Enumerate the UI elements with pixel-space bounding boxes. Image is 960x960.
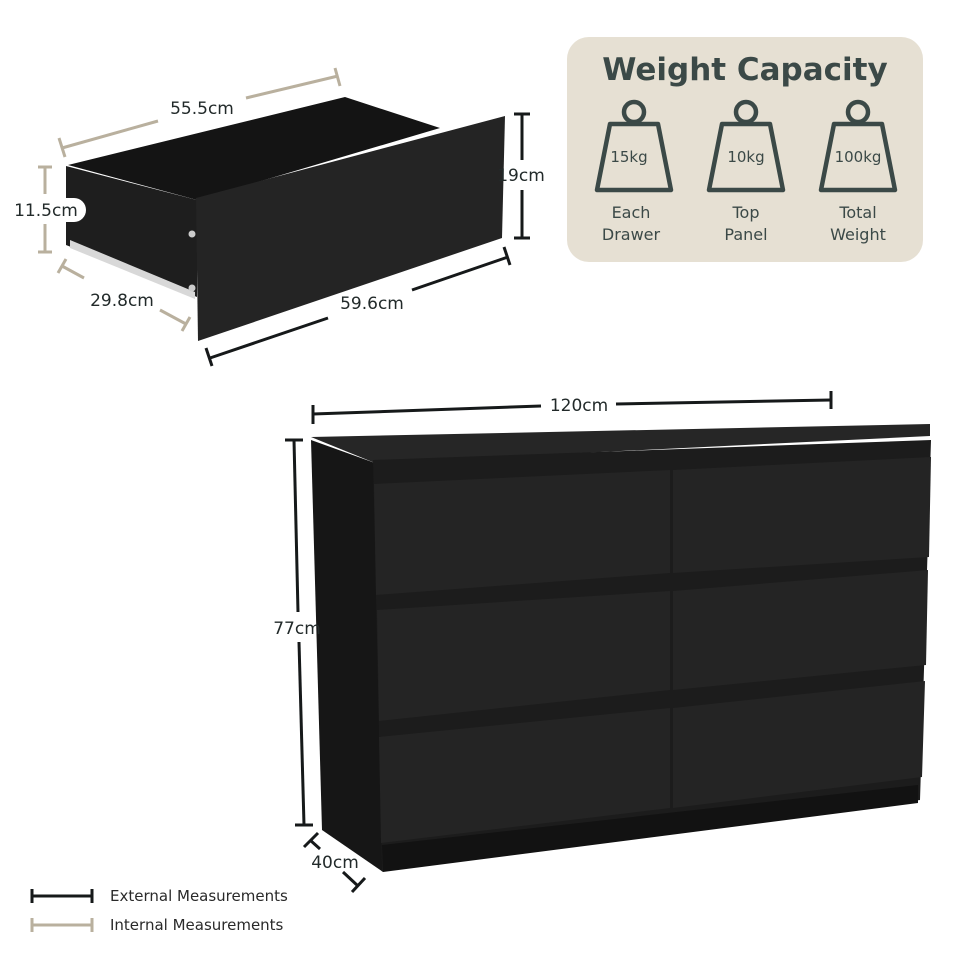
weight-value-each-drawer: 15kg — [610, 148, 647, 166]
dresser-top — [311, 424, 930, 463]
drawer-illustration — [66, 97, 505, 341]
external-width-label: 59.6cm — [340, 294, 404, 314]
internal-height-label: 11.5cm — [14, 201, 78, 221]
dresser-depth-label: 40cm — [311, 853, 359, 873]
weight-label-each: Each — [612, 203, 651, 222]
drawer-front-4 — [673, 570, 928, 690]
dim-dresser-depth: 40cm — [302, 831, 367, 894]
dim-internal-depth: 55.5cm — [57, 67, 342, 158]
weight-label-drawer: Drawer — [602, 225, 661, 244]
dim-dresser-width: 120cm — [311, 391, 833, 424]
measurement-legend: External Measurements Internal Measureme… — [30, 887, 288, 934]
dim-internal-height: 11.5cm — [6, 165, 86, 254]
weight-label-weight: Weight — [830, 225, 886, 244]
drawer-interior — [68, 97, 440, 200]
drawer-front-3 — [377, 591, 670, 721]
weight-value-top-panel: 10kg — [727, 148, 764, 166]
external-height-label: 19cm — [497, 166, 545, 186]
drawer-runner — [70, 240, 195, 299]
weight-panel-background — [567, 37, 923, 262]
dresser-illustration — [311, 424, 931, 872]
dresser-height-label: 77cm — [273, 619, 321, 639]
dresser-width-label: 120cm — [550, 396, 608, 416]
weight-label-total: Total — [838, 203, 876, 222]
dim-internal-width: 29.8cm — [56, 258, 192, 332]
dim-dresser-height: 77cm — [273, 438, 321, 827]
dim-external-height: 19cm — [497, 112, 545, 240]
weight-icon — [706, 99, 786, 193]
screw-icon — [188, 230, 196, 238]
drawer-side-panel — [66, 166, 197, 297]
weight-capacity-panel: Weight Capacity 15kg Each Drawer 10kg To… — [567, 37, 923, 262]
weight-icon — [818, 99, 898, 193]
legend-external-label: External Measurements — [110, 887, 288, 905]
legend-internal-label: Internal Measurements — [110, 916, 284, 934]
internal-width-label: 29.8cm — [90, 291, 154, 311]
dim-external-width: 59.6cm — [204, 246, 512, 367]
internal-depth-label: 55.5cm — [170, 99, 234, 119]
weight-label-top: Top — [732, 203, 760, 222]
drawer-front-2 — [673, 457, 931, 573]
drawer-front-panel — [196, 116, 505, 341]
dresser-side-panel — [311, 440, 383, 872]
weight-icon — [594, 99, 674, 193]
drawer-front-6 — [673, 681, 925, 808]
weight-value-total: 100kg — [835, 148, 882, 166]
drawer-front-1 — [374, 470, 670, 595]
screw-icon — [188, 284, 196, 292]
dresser-plinth — [382, 785, 918, 872]
weight-capacity-title: Weight Capacity — [602, 52, 887, 88]
drawer-front-5 — [379, 708, 670, 843]
weight-label-panel: Panel — [724, 225, 767, 244]
